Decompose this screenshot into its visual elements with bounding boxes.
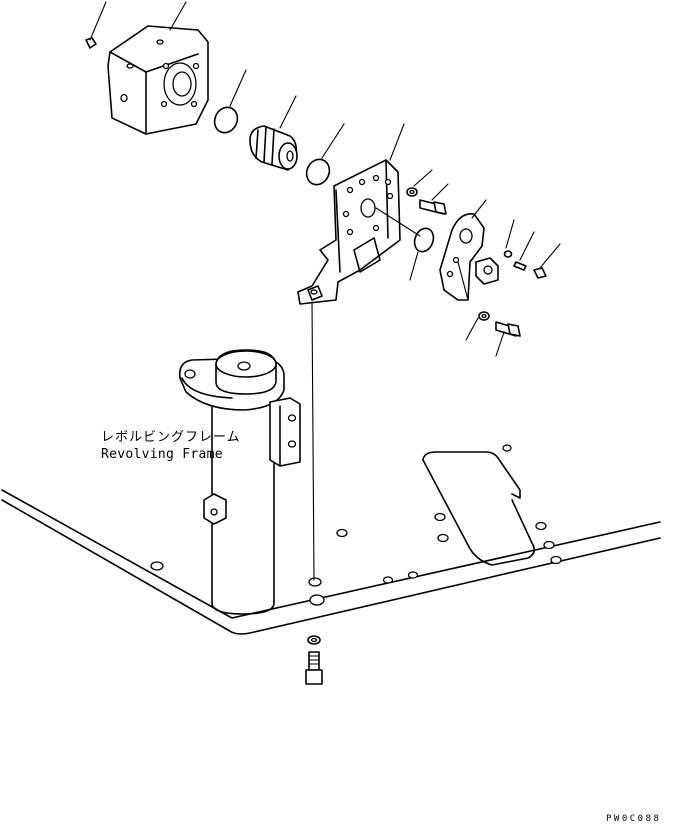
leader-lines (89, 1, 561, 581)
side-clamp-bracket (439, 213, 499, 301)
o-ring-1 (213, 106, 239, 134)
frame-cutout (422, 451, 536, 566)
washer-1 (406, 187, 418, 197)
washer-4 (478, 311, 490, 321)
o-ring-3 (413, 227, 435, 253)
distributor-block (107, 25, 209, 135)
mount-bolt-bottom (305, 635, 323, 685)
pivot-pillar (178, 349, 301, 615)
small-screw-top (85, 37, 97, 49)
washer-2 (503, 250, 513, 258)
bolt-2 (495, 321, 521, 337)
mounting-bracket (297, 159, 401, 305)
frame-holes (150, 444, 562, 606)
drawing-code: PW0C088 (606, 814, 662, 824)
swivel-fitting (249, 125, 298, 171)
o-ring-2 (305, 158, 331, 186)
revolving-frame-label-en: Revolving Frame (101, 447, 223, 462)
revolving-frame-label-jp: レボルビングフレーム (101, 430, 241, 445)
revolving-frame-plate (1, 444, 661, 635)
nut-small (533, 267, 547, 279)
washer-3 (513, 261, 527, 271)
bolt-1 (419, 199, 447, 215)
